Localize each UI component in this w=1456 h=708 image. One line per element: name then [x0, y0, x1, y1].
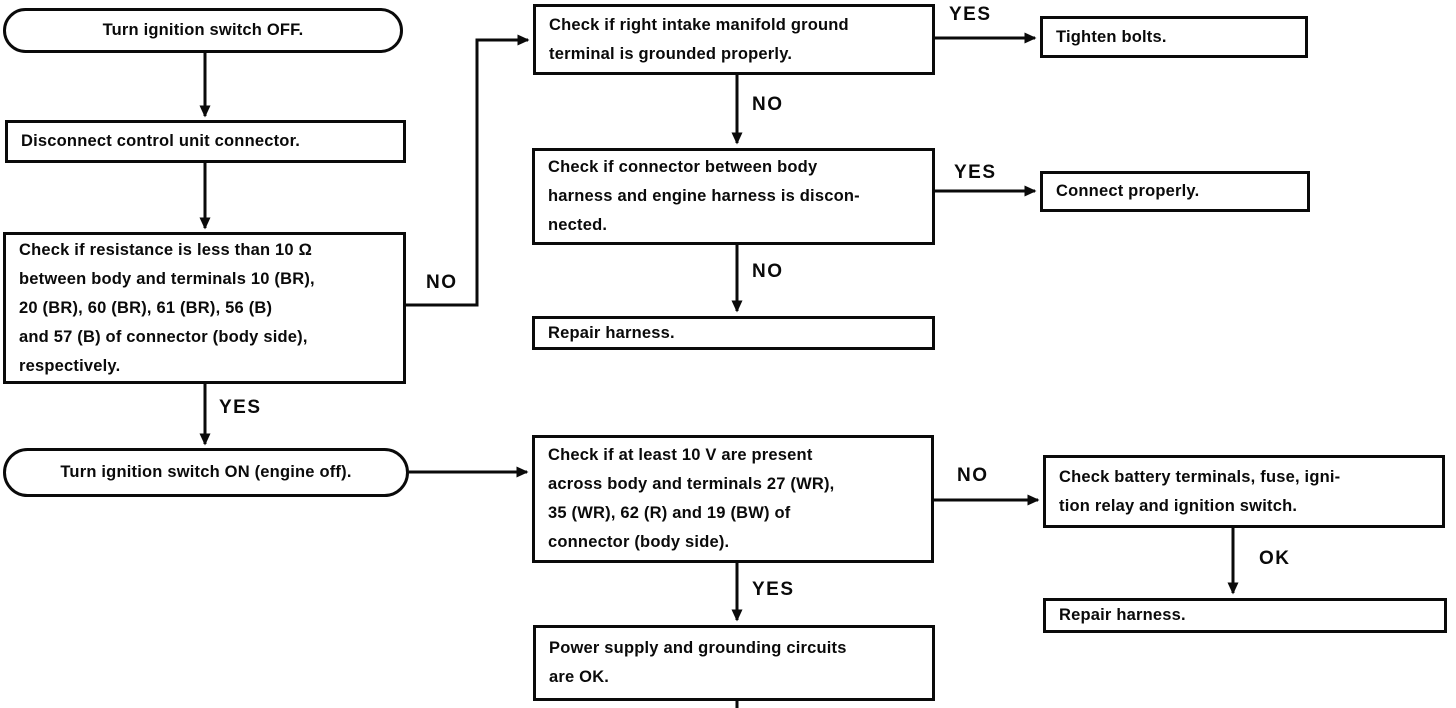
node-tighten-bolts: Tighten bolts. — [1040, 16, 1308, 58]
node-check-battery-label: Check battery terminals, fuse, igni- tio… — [1059, 467, 1341, 515]
edge-label-resistance-no: NO — [426, 272, 458, 293]
node-power-ok: Power supply and grounding circuits are … — [533, 625, 935, 701]
node-check-resistance: Check if resistance is less than 10 Ω be… — [3, 232, 406, 384]
node-check-harness-connector-label: Check if connector between body harness … — [548, 158, 860, 234]
edge-label-ground-no: NO — [752, 94, 784, 115]
node-repair-harness-right-label: Repair harness. — [1059, 606, 1186, 624]
node-turn-ignition-off-label: Turn ignition switch OFF. — [102, 21, 304, 39]
node-check-ground-terminal-label: Check if right intake manifold ground te… — [549, 15, 849, 63]
node-check-resistance-label: Check if resistance is less than 10 Ω be… — [19, 240, 315, 375]
node-turn-ignition-off: Turn ignition switch OFF. — [3, 8, 403, 53]
node-tighten-bolts-label: Tighten bolts. — [1056, 27, 1167, 46]
arrow-resistance-no-to-ground-check — [406, 34, 530, 307]
node-repair-harness-right: Repair harness. — [1043, 598, 1447, 633]
node-check-ground-terminal: Check if right intake manifold ground te… — [533, 4, 935, 75]
node-repair-harness-mid: Repair harness. — [532, 316, 935, 350]
node-check-harness-connector: Check if connector between body harness … — [532, 148, 935, 245]
node-power-ok-label: Power supply and grounding circuits are … — [549, 639, 847, 686]
node-repair-harness-mid-label: Repair harness. — [548, 323, 675, 342]
edge-label-voltage-yes: YES — [752, 579, 795, 600]
edge-label-ground-yes: YES — [949, 4, 992, 25]
node-turn-ignition-on-label: Turn ignition switch ON (engine off). — [60, 463, 352, 481]
edge-label-voltage-no: NO — [957, 465, 989, 486]
node-check-voltage-label: Check if at least 10 V are present acros… — [548, 446, 835, 551]
node-check-battery: Check battery terminals, fuse, igni- tio… — [1043, 455, 1445, 528]
edge-label-harness-yes: YES — [954, 162, 997, 183]
node-disconnect-connector: Disconnect control unit connector. — [5, 120, 406, 163]
edge-label-battery-ok: OK — [1259, 548, 1291, 569]
node-turn-ignition-on: Turn ignition switch ON (engine off). — [3, 448, 409, 497]
node-check-voltage: Check if at least 10 V are present acros… — [532, 435, 934, 563]
node-disconnect-connector-label: Disconnect control unit connector. — [21, 132, 301, 150]
edge-label-resistance-yes: YES — [219, 397, 262, 418]
node-connect-properly: Connect properly. — [1040, 171, 1310, 212]
node-connect-properly-label: Connect properly. — [1056, 182, 1200, 200]
edge-label-harness-no: NO — [752, 261, 784, 282]
